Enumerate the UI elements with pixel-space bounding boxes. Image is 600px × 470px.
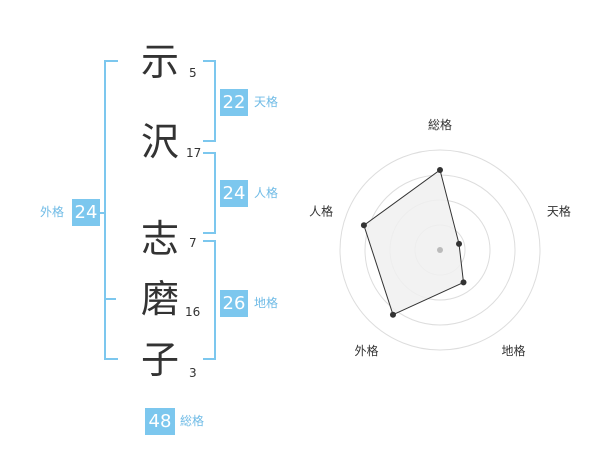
stroke-count-4: 16 bbox=[185, 305, 201, 319]
jinkaku-value: 24 bbox=[220, 180, 248, 207]
radar-label-jinkaku: 人格 bbox=[309, 203, 333, 218]
radar-points bbox=[360, 167, 467, 318]
gaikaku-label: 外格 bbox=[40, 205, 65, 219]
gaikaku-bracket bbox=[104, 60, 118, 360]
radar-label-soukaku: 総格 bbox=[428, 117, 452, 132]
soukaku-label: 総格 bbox=[180, 414, 205, 428]
tenkaku-bracket bbox=[203, 60, 216, 142]
stroke-count-1: 5 bbox=[189, 66, 197, 80]
radar-label-tenkaku: 天格 bbox=[547, 203, 571, 218]
radar-point bbox=[360, 222, 367, 229]
name-char-3: 志 bbox=[140, 217, 179, 261]
tenkaku-label: 天格 bbox=[254, 95, 279, 109]
radar-label-gaikaku: 外格 bbox=[354, 343, 378, 358]
stroke-count-2: 17 bbox=[186, 146, 202, 160]
name-char-4: 磨 bbox=[140, 277, 179, 321]
radar-label-chikaku: 地格 bbox=[501, 343, 525, 358]
stroke-count-3: 7 bbox=[189, 236, 197, 250]
jinkaku-bracket bbox=[203, 152, 216, 234]
radar-point bbox=[437, 167, 443, 173]
gaikaku-bracket-split bbox=[104, 298, 116, 300]
name-char-2: 沢 bbox=[140, 120, 179, 164]
stroke-count-5: 3 bbox=[189, 366, 197, 380]
chikaku-value: 26 bbox=[220, 290, 248, 317]
radar-point bbox=[460, 279, 467, 286]
radar-point bbox=[389, 311, 396, 318]
chikaku-bracket bbox=[203, 240, 216, 360]
radar-grid-ring bbox=[339, 149, 541, 351]
gaikaku-value: 24 bbox=[72, 199, 100, 226]
jinkaku-label: 人格 bbox=[254, 186, 279, 200]
tenkaku-value: 22 bbox=[220, 89, 248, 116]
name-char-1: 示 bbox=[140, 40, 179, 84]
soukaku-value: 48 bbox=[145, 408, 175, 435]
name-char-5: 子 bbox=[140, 338, 179, 382]
radar-polygon bbox=[363, 169, 465, 316]
radar-center bbox=[437, 247, 443, 253]
chikaku-label: 地格 bbox=[254, 296, 279, 310]
radar-point bbox=[456, 240, 463, 247]
